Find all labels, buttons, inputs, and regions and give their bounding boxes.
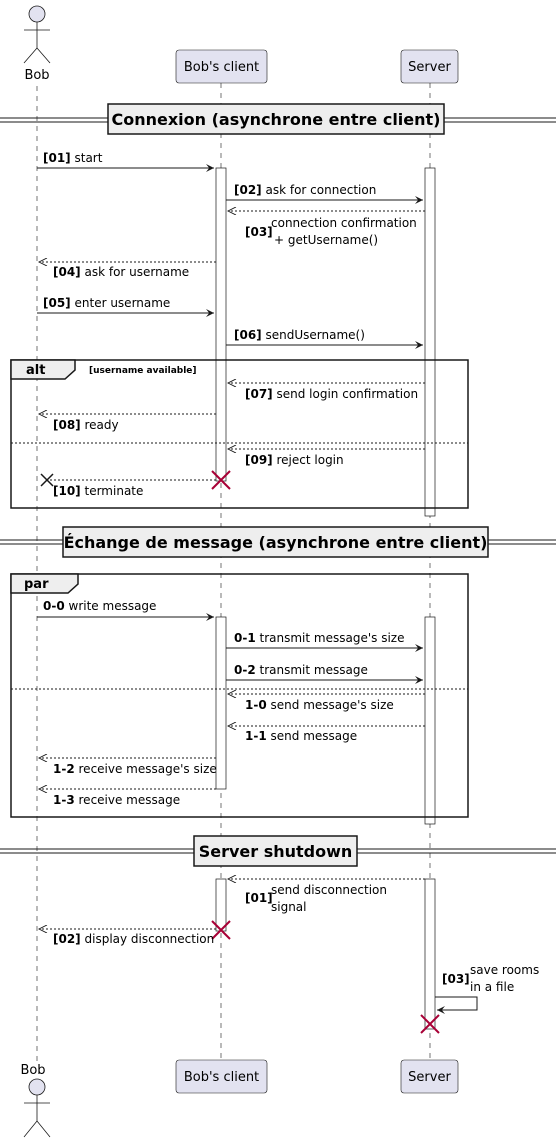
msg-p01: 0-1 transmit message's size	[234, 631, 404, 645]
msg-s03: [03]	[442, 972, 470, 986]
alt-label: alt	[26, 363, 45, 378]
msg-s01-line1: send disconnection	[271, 883, 387, 897]
participant-box	[175, 49, 268, 84]
msg-p00: 0-0 write message	[43, 599, 156, 613]
msg-s03-line2: in a file	[470, 980, 514, 994]
participant-server-bottom-label: Server	[408, 1070, 451, 1085]
msg-p13: 1-3 receive message	[53, 793, 180, 807]
x-stroke	[211, 920, 231, 940]
par-frame-tab	[10, 573, 79, 594]
msg-m10: [10] terminate	[53, 484, 143, 498]
msg-m06: [06] sendUsername()	[234, 328, 365, 342]
actor-leg-right	[36, 1120, 51, 1138]
actor-leg-right	[36, 47, 51, 64]
participant-box	[400, 1059, 459, 1094]
section-label-box	[193, 835, 358, 867]
section-label-box	[62, 526, 489, 558]
x-stroke	[420, 1014, 440, 1034]
actor-head	[28, 5, 46, 23]
participant-server-top: Server	[400, 49, 459, 84]
participant-box	[175, 1059, 268, 1094]
actor-bob-top: Bob	[23, 5, 51, 83]
activation-client-2	[215, 616, 227, 790]
destroy-client-1	[211, 470, 231, 490]
participant-client-top: Bob's client	[175, 49, 268, 84]
activation-server-1	[424, 167, 436, 517]
participant-server-bottom: Server	[400, 1059, 459, 1094]
section-label-box	[107, 103, 445, 135]
par-frame: par	[10, 573, 469, 818]
lost-message-x	[40, 473, 54, 487]
section-echange-title: Échange de message (asynchrone entre cli…	[64, 533, 488, 552]
x-stroke	[211, 470, 231, 490]
alt-frame-box	[10, 359, 469, 509]
msg-m01: [01] start	[43, 151, 103, 165]
msg-m09: [09] reject login	[245, 453, 344, 467]
par-label: par	[24, 577, 49, 592]
msg-s01-line2: signal	[271, 900, 307, 914]
alt-guard: [username available]	[89, 366, 197, 376]
msg-p02: 0-2 transmit message	[234, 663, 368, 677]
participant-client-bottom-label: Bob's client	[184, 1070, 259, 1085]
msg-p10: 1-0 send message's size	[245, 698, 394, 712]
actor-leg-left	[23, 1120, 38, 1138]
participant-bob-top-label: Bob	[24, 68, 49, 83]
msg-m03-line1: connection confirmation	[271, 216, 417, 230]
alt-frame: alt [username available]	[10, 359, 469, 509]
section-connexion-title: Connexion (asynchrone entre client)	[111, 110, 440, 129]
section-connexion: Connexion (asynchrone entre client)	[0, 103, 556, 135]
destroy-server	[420, 1014, 440, 1034]
msg-m02: [02] ask for connection	[234, 183, 376, 197]
msg-m08: [08] ready	[53, 418, 119, 432]
msg-m07: [07] send login confirmation	[245, 387, 418, 401]
participant-box	[400, 49, 459, 84]
arrow-s03-self	[435, 996, 478, 1014]
activation-server-3	[424, 878, 436, 1030]
participant-client-top-label: Bob's client	[184, 60, 259, 75]
destroy-client-2	[211, 920, 231, 940]
msg-p12: 1-2 receive message's size	[53, 762, 217, 776]
x-stroke	[40, 473, 54, 487]
alt-frame-tab	[10, 359, 76, 380]
par-frame-box	[10, 573, 469, 818]
actor-bob-bottom: Bob	[20, 1063, 51, 1138]
activation-client-1	[215, 167, 227, 482]
msg-m05: [05] enter username	[43, 296, 170, 310]
actor-head	[28, 1078, 46, 1096]
msg-m03: [03]	[245, 225, 273, 239]
section-shutdown: Server shutdown	[0, 835, 556, 867]
msg-s03-line1: save rooms	[470, 963, 539, 977]
section-shutdown-title: Server shutdown	[199, 842, 353, 861]
msg-s01: [01]	[245, 891, 273, 905]
section-echange: Échange de message (asynchrone entre cli…	[0, 526, 556, 558]
participant-server-top-label: Server	[408, 60, 451, 75]
participant-client-bottom: Bob's client	[175, 1059, 268, 1094]
msg-p11: 1-1 send message	[245, 729, 357, 743]
actor-leg-left	[23, 47, 38, 64]
msg-m03-line2: + getUsername()	[274, 233, 378, 247]
participant-bob-bottom-label: Bob	[20, 1063, 45, 1078]
activation-server-2	[424, 616, 436, 825]
msg-m04: [04] ask for username	[53, 265, 189, 279]
msg-s02: [02] display disconnection	[53, 932, 214, 946]
activation-client-3	[215, 878, 227, 932]
